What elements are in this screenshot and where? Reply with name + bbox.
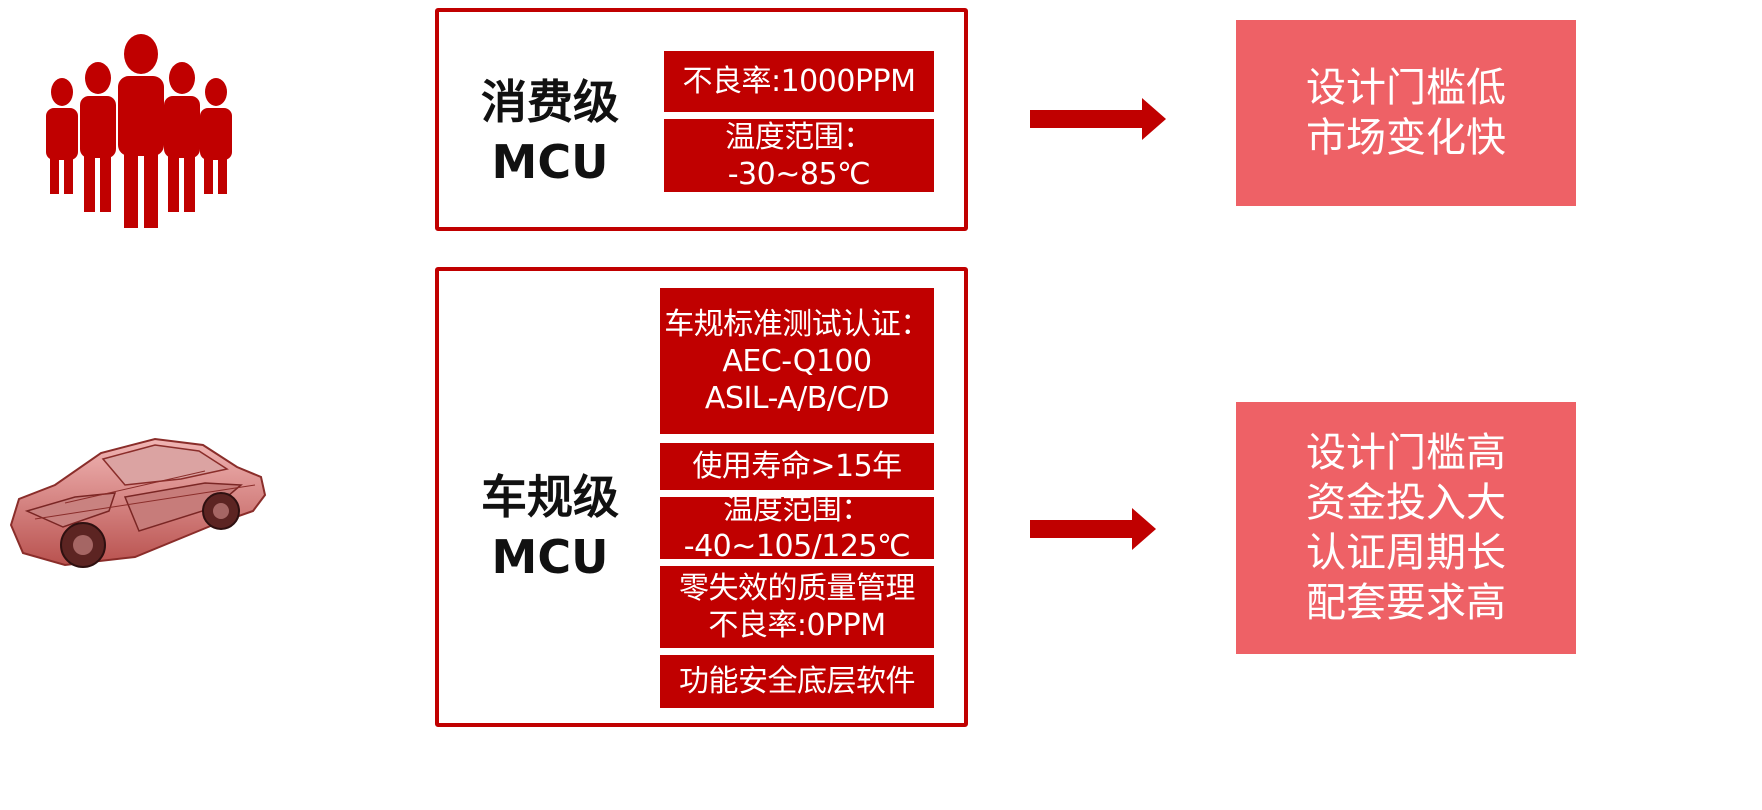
result-line: 配套要求高 (1306, 580, 1506, 626)
automotive-spec-certification: 车规标准测试认证： AEC-Q100 ASIL-A/B/C/D (660, 288, 934, 434)
automotive-result-box: 设计门槛高 资金投入大 认证周期长 配套要求高 (1236, 402, 1576, 654)
automotive-title-line2: MCU (491, 530, 609, 584)
people-group-icon (40, 34, 240, 230)
result-line: 资金投入大 (1306, 480, 1506, 526)
result-line: 设计门槛高 (1306, 430, 1506, 476)
spec-line: AEC-Q100 (722, 343, 872, 379)
automotive-spec-lifetime: 使用寿命>15年 (660, 443, 934, 490)
automotive-spec-safety-software: 功能安全底层软件 (660, 655, 934, 708)
spec-line: 不良率:0PPM (708, 608, 886, 643)
automotive-spec-quality: 零失效的质量管理 不良率:0PPM (660, 566, 934, 648)
automotive-mcu-title: 车规级 MCU (475, 467, 625, 587)
consumer-result-box: 设计门槛低 市场变化快 (1236, 20, 1576, 206)
automotive-title-line1: 车规级 (481, 470, 619, 524)
spec-line: 不良率:1000PPM (682, 64, 916, 99)
result-line: 市场变化快 (1306, 115, 1506, 161)
result-line: 设计门槛低 (1306, 65, 1506, 111)
spec-line: -40~105/125℃ (683, 529, 911, 564)
car-cutaway-icon (5, 415, 270, 575)
spec-line: 车规标准测试认证： (664, 306, 930, 342)
consumer-spec-defect-rate: 不良率:1000PPM (664, 51, 934, 112)
consumer-arrow-right-icon (1030, 98, 1170, 140)
consumer-title-line2: MCU (491, 135, 609, 189)
consumer-spec-temperature: 温度范围： -30~85℃ (664, 119, 934, 192)
spec-line: -30~85℃ (727, 156, 871, 192)
spec-line: 使用寿命>15年 (692, 449, 902, 484)
automotive-arrow-right-icon (1030, 508, 1160, 550)
result-line: 认证周期长 (1306, 530, 1506, 576)
consumer-mcu-title: 消费级 MCU (475, 72, 625, 192)
spec-line: 零失效的质量管理 (679, 571, 916, 606)
spec-line: ASIL-A/B/C/D (704, 380, 890, 416)
consumer-title-line1: 消费级 (481, 75, 619, 129)
automotive-spec-temperature: 温度范围： -40~105/125℃ (660, 492, 934, 564)
spec-line: 温度范围： (723, 492, 871, 527)
spec-line: 功能安全底层软件 (679, 664, 916, 699)
consumer-mcu-box (435, 8, 968, 231)
spec-line: 温度范围： (725, 119, 873, 155)
automotive-mcu-box (435, 267, 968, 727)
